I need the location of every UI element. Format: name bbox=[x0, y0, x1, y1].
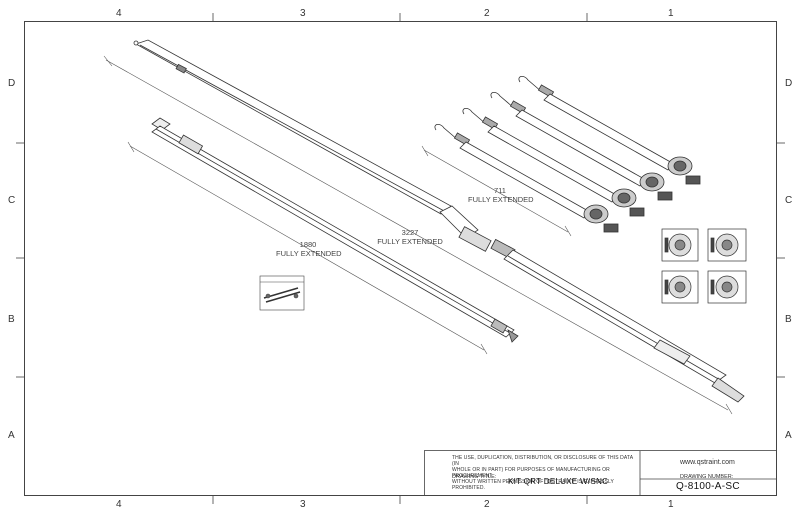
zone-ticks bbox=[16, 13, 785, 504]
parts-bag bbox=[259, 275, 305, 311]
dimension-1880-note: FULLY EXTENDED bbox=[276, 249, 342, 258]
zone-bottom-3: 3 bbox=[300, 499, 306, 510]
long-tiedown-strap bbox=[133, 39, 745, 403]
zone-right-b: B bbox=[785, 314, 792, 325]
zone-top-4: 4 bbox=[116, 8, 122, 19]
title-block-frame bbox=[424, 450, 777, 496]
anchor-view-2 bbox=[707, 228, 747, 262]
dimension-711-value: 711 bbox=[494, 186, 506, 195]
retractor-4 bbox=[518, 76, 701, 185]
zone-left-c: C bbox=[8, 195, 16, 206]
disclaimer-line-3: WITHOUT WRITTEN PERMISSION OF "Q'STRAINT… bbox=[452, 479, 614, 491]
zone-right-d: D bbox=[785, 78, 793, 89]
dimension-1880-lines bbox=[127, 141, 488, 355]
zone-top-2: 2 bbox=[484, 8, 490, 19]
disclaimer-text: THE USE, DUPLICATION, DISTRIBUTION, OR D… bbox=[452, 455, 638, 491]
zone-right-c: C bbox=[785, 195, 793, 206]
zone-bottom-2: 2 bbox=[484, 499, 490, 510]
zone-left-a: A bbox=[8, 430, 15, 441]
zone-left-d: D bbox=[8, 78, 16, 89]
anchor-view-1 bbox=[661, 228, 699, 262]
anchor-detail-views bbox=[661, 228, 747, 304]
zone-bottom-4: 4 bbox=[116, 499, 122, 510]
medium-tiedown-strap bbox=[151, 117, 519, 343]
zone-left-b: B bbox=[8, 314, 15, 325]
dimension-711-lines bbox=[421, 145, 572, 237]
zone-top-1: 1 bbox=[668, 8, 674, 19]
anchor-view-4 bbox=[707, 270, 747, 304]
retractor-2 bbox=[462, 108, 645, 217]
zone-right-a: A bbox=[785, 430, 792, 441]
dimension-711-note: FULLY EXTENDED bbox=[468, 195, 534, 204]
dimension-1880: 1880 FULLY EXTENDED bbox=[276, 240, 342, 258]
anchor-view-3 bbox=[661, 270, 699, 304]
disclaimer-line-2: WHOLE OR IN PART) FOR PURPOSES OF MANUFA… bbox=[452, 467, 610, 479]
drawing-title-label: DRAWING TITLE: bbox=[452, 474, 497, 480]
dimension-3227: 3227 FULLY EXTENDED bbox=[374, 228, 446, 246]
zone-bottom-1: 1 bbox=[668, 499, 674, 510]
retractor-1 bbox=[434, 124, 619, 233]
drawing-number: Q-8100-A-SC bbox=[676, 481, 740, 492]
zone-top-3: 3 bbox=[300, 8, 306, 19]
dimension-3227-value: 3227 bbox=[401, 228, 419, 237]
drawing-title: KIT QRT DELUXE W/SNC bbox=[508, 477, 609, 486]
dimension-1880-value: 1880 bbox=[299, 240, 317, 249]
dimension-711: 711 FULLY EXTENDED bbox=[468, 186, 534, 204]
retractor-straps bbox=[434, 76, 701, 233]
dimension-3227-note: FULLY EXTENDED bbox=[377, 237, 443, 246]
sheet-border bbox=[24, 21, 777, 496]
company-website: www.qstraint.com bbox=[680, 459, 735, 466]
disclaimer-line-1: THE USE, DUPLICATION, DISTRIBUTION, OR D… bbox=[452, 455, 633, 467]
retractor-3 bbox=[490, 92, 673, 201]
dimension-3227-lines bbox=[103, 55, 733, 415]
drawing-number-label: DRAWING NUMBER: bbox=[680, 474, 734, 480]
